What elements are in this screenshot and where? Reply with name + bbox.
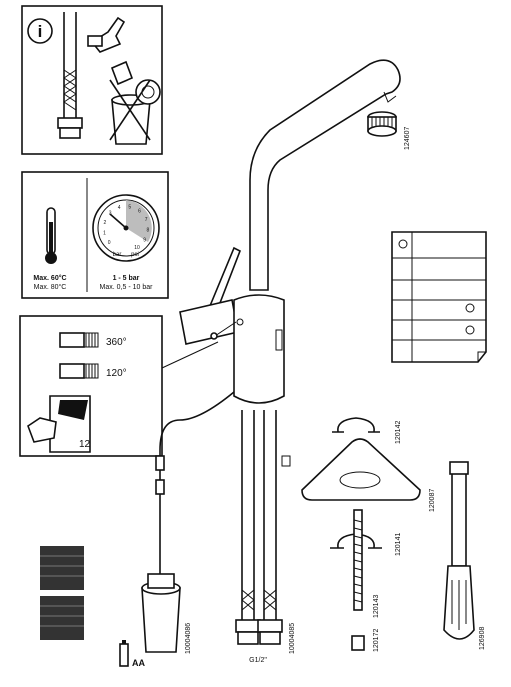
- nut-part-number: 120172: [373, 629, 380, 652]
- info-panel: i: [21, 5, 163, 155]
- instruction-card-frame: [391, 231, 487, 363]
- pressure-label: 1 - 5 bar: [113, 275, 140, 282]
- gauge-tick-label: 6: [138, 209, 141, 215]
- page-turn-icon: [27, 395, 91, 453]
- rod-part-number: 120143: [373, 595, 380, 618]
- mounting-plate-part: [301, 438, 421, 501]
- clip-bottom-part-number: 120141: [395, 533, 402, 556]
- socket-wrench-part: [443, 461, 475, 640]
- gauge-unit-bar: bar: [113, 252, 122, 258]
- supply-hoses: [235, 410, 283, 645]
- pin-360-icon: [59, 332, 99, 348]
- threaded-rod-part: [353, 509, 363, 611]
- hose-tag: [281, 455, 291, 467]
- battery-type-label: AA: [132, 658, 145, 668]
- adhesive-pads: [40, 546, 84, 640]
- faucet-body: [233, 294, 285, 404]
- info-icon: [27, 18, 53, 44]
- wrench-part-number: 126908: [479, 627, 486, 650]
- clip-top-part-number: 120142: [395, 421, 402, 444]
- battery-box-part-number: 10004086: [185, 623, 192, 654]
- clip-top-part: [332, 417, 380, 433]
- pin-120-icon: [59, 363, 99, 379]
- lever-hub: [179, 299, 239, 345]
- instruction-card: [391, 231, 487, 363]
- info-icon-letter: i: [38, 22, 43, 41]
- max-temp-alt-label: Max. 80°C: [34, 283, 67, 291]
- page-number: 12: [79, 439, 91, 450]
- nut-part: [351, 635, 365, 651]
- gauge-tick-label: 9: [143, 238, 146, 244]
- angle-120-label: 120°: [106, 368, 127, 379]
- pointer-line: [161, 341, 219, 369]
- faucet-illustration: [155, 59, 401, 645]
- plate-part-number: 120087: [429, 489, 436, 512]
- gauge-tick-label: 3: [109, 211, 112, 217]
- pressure-alt-label: Max. 0,5 - 10 bar: [100, 284, 154, 291]
- thermometer-icon: [45, 207, 57, 264]
- gauge-tick-label: 1: [103, 231, 106, 237]
- filter-bucket-icon: [109, 60, 161, 145]
- battery-box-part: [141, 560, 181, 653]
- sensor-cable: [159, 391, 235, 560]
- battery-icon: [119, 640, 129, 667]
- info-panel-frame: [21, 5, 163, 155]
- angle-360-label: 360°: [106, 337, 127, 348]
- gauge-tick-label: 7: [145, 217, 148, 223]
- hand-icon: [87, 16, 126, 53]
- pressure-gauge-icon: [92, 194, 160, 262]
- aerator-part: [367, 111, 397, 137]
- gauge-unit-psi: psi: [131, 252, 139, 258]
- thread-size-label: G1/2": [249, 657, 267, 664]
- gauge-tick-label: 10: [134, 245, 140, 251]
- temp-panel-frame: [21, 171, 169, 299]
- rotation-panel: 360° 120° 12: [19, 315, 219, 457]
- gauge-tick-label: 0: [108, 240, 111, 246]
- faucet-spout: [249, 59, 401, 291]
- aerator-part-number: 124607: [404, 127, 411, 150]
- gauge-tick-label: 4: [118, 205, 121, 211]
- gauge-tick-label: 2: [104, 220, 107, 226]
- rotation-panel-frame: [19, 315, 163, 457]
- hoses-part-number: 10004085: [289, 623, 296, 654]
- gauge-tick-label: 5: [128, 204, 131, 210]
- max-temp-label: Max. 60°C: [33, 274, 66, 282]
- gauge-tick-label: 8: [147, 228, 150, 234]
- supply-hose-illustration: [57, 12, 83, 139]
